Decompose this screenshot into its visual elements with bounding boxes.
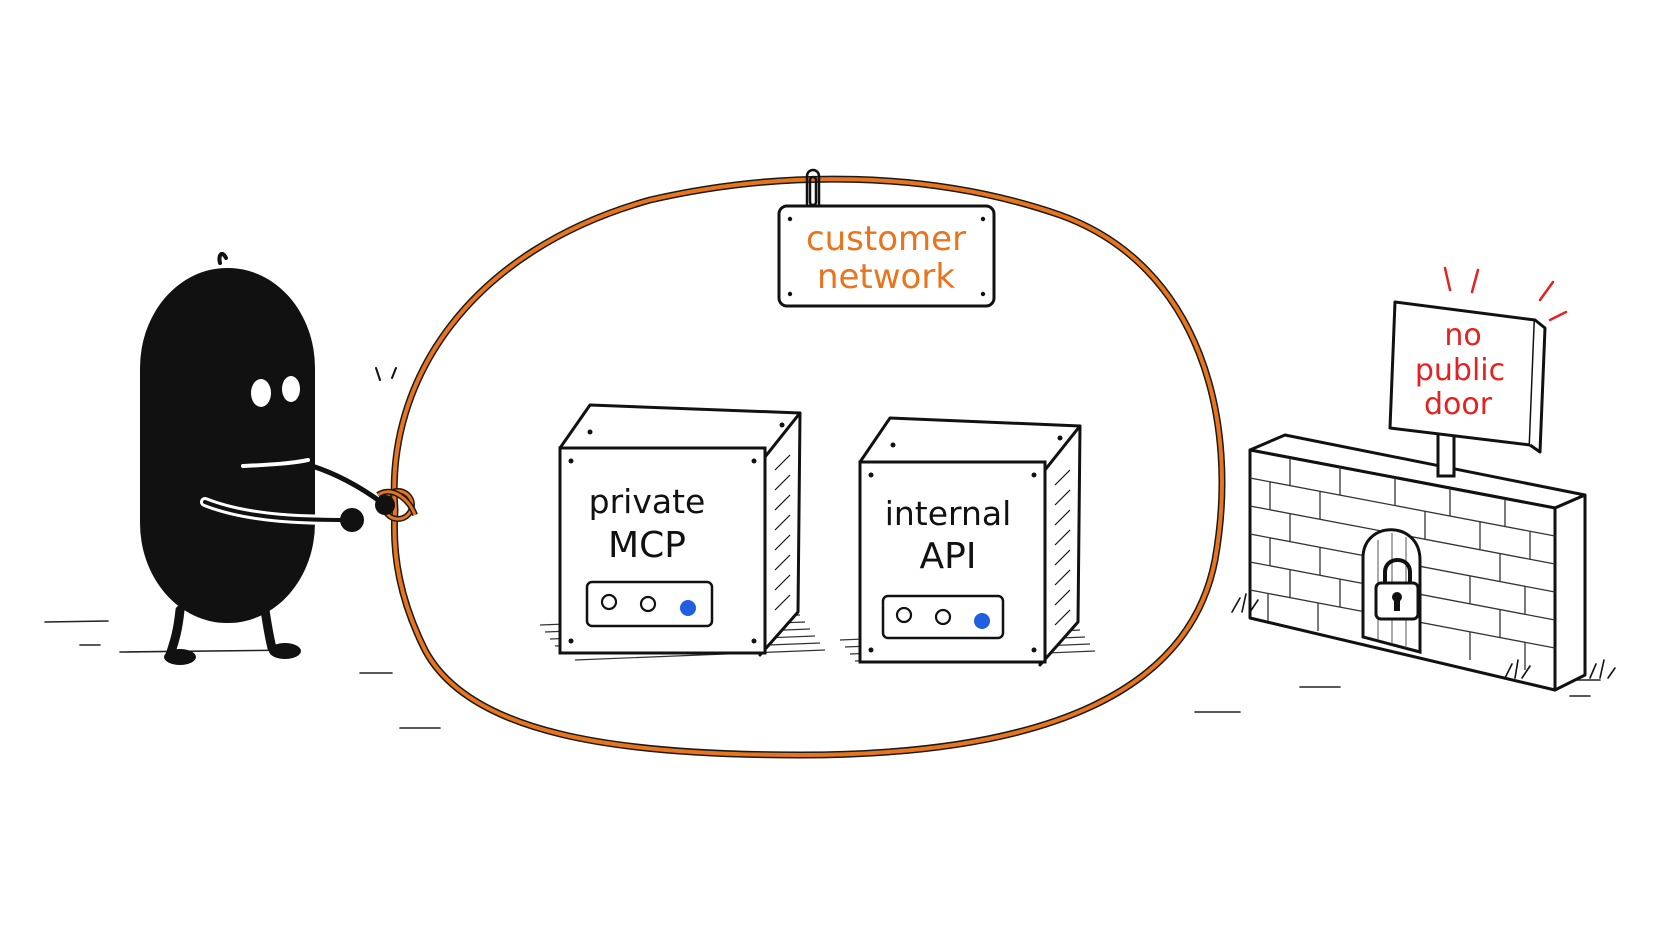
network-sign-line2: network: [817, 257, 955, 297]
wall-sign-line2: public: [1415, 353, 1505, 388]
blob-character-icon: [140, 251, 395, 665]
server-side-hatch: [774, 454, 791, 611]
server1-status-led: [680, 600, 696, 616]
grass-tufts: [1231, 593, 1616, 679]
character-left-eye: [251, 379, 271, 407]
network-sign-line1: customer: [806, 219, 966, 259]
customer-network-rope: [390, 175, 1226, 759]
server2-side-hatch: [1054, 469, 1071, 626]
padlock-icon: [1374, 558, 1420, 621]
server2-line1: internal: [885, 494, 1012, 533]
server-internal-api: internal API: [839, 416, 1096, 667]
server1-indicator-2: [639, 595, 657, 613]
wall-brick-lines: [1249, 458, 1556, 670]
no-public-door-sign: no public door: [1388, 266, 1568, 478]
ground-lines: [44, 620, 1601, 729]
customer-network-sign: customer network: [777, 168, 996, 308]
server1-line2: MCP: [608, 525, 686, 566]
server1-line1: private: [589, 482, 706, 521]
wall-sign-line1: no: [1444, 318, 1481, 353]
server2-indicator-1: [895, 606, 913, 624]
wall-sign-line3: door: [1424, 387, 1493, 422]
server-private-mcp: private MCP: [539, 403, 826, 661]
character-right-eye: [282, 376, 300, 402]
alert-marks: [1443, 266, 1568, 322]
brick-wall: [1231, 433, 1616, 692]
server2-status-led: [974, 613, 990, 629]
server2-line2: API: [920, 536, 977, 577]
server1-indicator-1: [600, 593, 618, 611]
server2-indicator-2: [934, 608, 952, 626]
